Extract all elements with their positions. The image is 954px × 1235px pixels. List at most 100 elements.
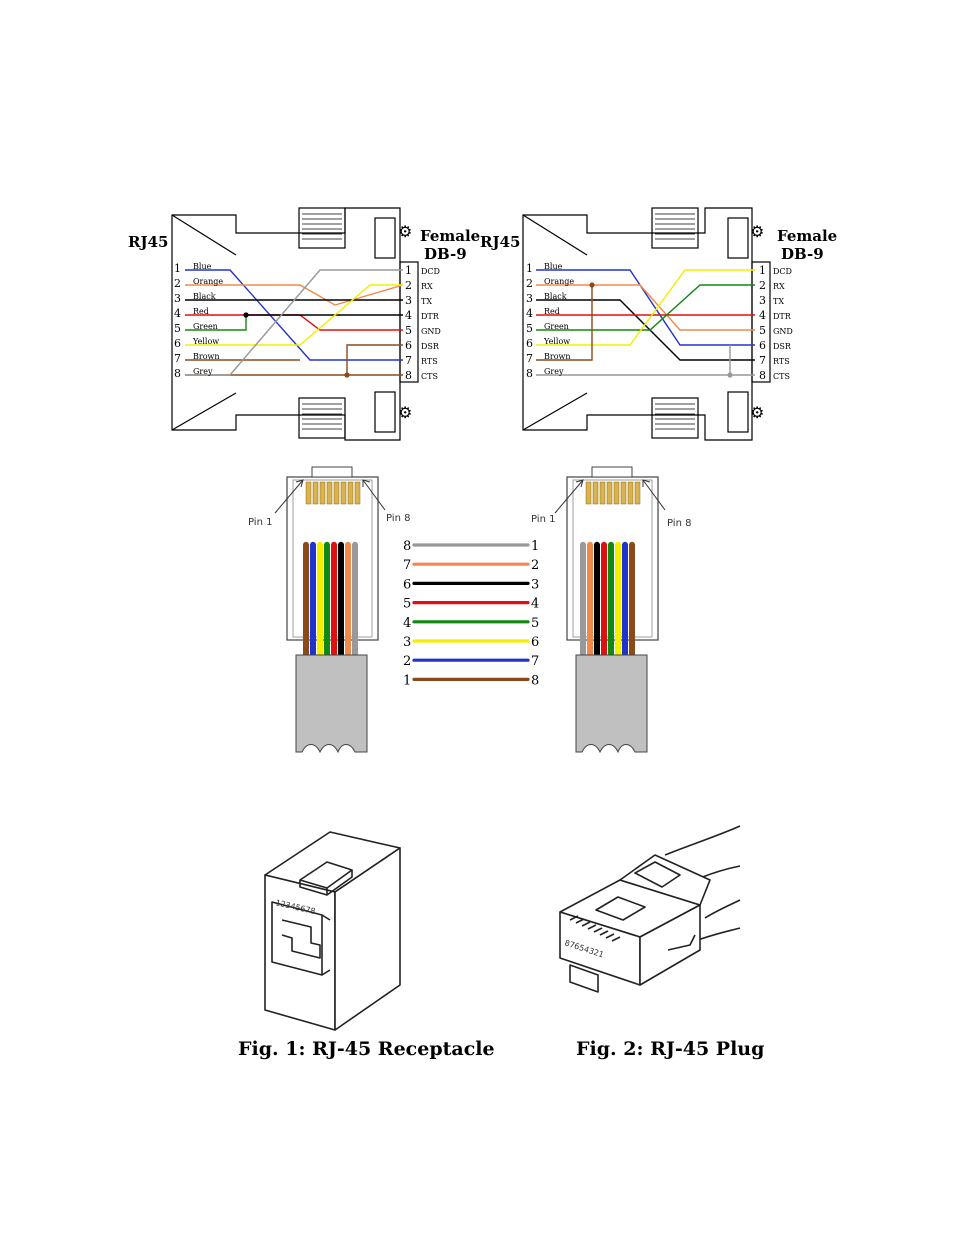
plug-wire [331,545,337,655]
plug-wire-tip [338,541,344,549]
screw-icon: ⚙ [398,222,412,241]
plug-wire [615,545,621,655]
db9-pin-number: 1 [405,264,412,277]
rj45-pin-number: 1 [174,262,181,275]
rj45-wire-color-label: Blue [193,262,212,271]
crossover-right-pin: 2 [531,558,539,573]
db9-signal-label: DCD [773,267,792,276]
rj45-wire-color-label: Black [544,292,567,301]
rj45-label: RJ45 [480,233,520,251]
adapter-2-wires [536,269,755,376]
rj45-wire-color-label: Brown [193,352,220,361]
db9-signal-label: RTS [773,357,790,366]
db9-title: Female [420,227,480,245]
pin8-label: Pin 8 [667,518,691,529]
db9-pin-number: 8 [405,369,412,382]
adapter-2-hatching [655,213,695,430]
plug-wire-tip [317,541,323,549]
crossover-right-pin: 1 [531,539,539,554]
db9-pin-number: 7 [405,354,412,367]
rj45-plug-left [286,466,379,754]
plug-wire [601,545,607,655]
plug-wire [310,545,316,655]
plug-wire-tip [324,541,330,549]
rj45-wire-color-label: Orange [193,277,223,286]
rj45-label: RJ45 [128,233,168,251]
db9-signal-label: DSR [773,342,792,351]
rj45-receptacle-drawing [264,831,401,1031]
plug-wire [629,545,635,655]
db9-pin-number: 1 [759,264,766,277]
rj45-pin-number: 4 [174,307,181,320]
plug-wire-tip [601,541,607,549]
pin1-label: Pin 1 [531,514,555,525]
db9-signal-label: TX [773,297,784,306]
db9-pin-number: 8 [759,369,766,382]
rj45-plug-right [566,466,659,754]
rj45-pin-number: 3 [526,292,533,305]
adapter-1-outline [171,207,419,441]
rj45-wire-color-label: Red [544,307,560,316]
crossover-right-pin: 3 [531,577,539,592]
fig2-caption: Fig. 2: RJ-45 Plug [576,1038,764,1060]
rj45-pin-number: 8 [526,367,533,380]
crossover-left-pin: 5 [403,597,411,612]
pin1-label: Pin 1 [248,517,272,528]
rj45-wire-color-label: Grey [193,367,213,376]
rj45-pin-number: 3 [174,292,181,305]
db9-subtitle: DB-9 [424,245,467,263]
rj45-pin-number: 4 [526,307,533,320]
rj45-pin-number: 2 [174,277,181,290]
db9-signal-label: RX [421,282,433,291]
rj45-pin-number: 6 [526,337,533,350]
db9-signal-label: CTS [773,372,790,381]
plug-wire-tip [629,541,635,549]
rj45-wire-color-label: Blue [544,262,563,271]
junction-dot [344,372,350,378]
db9-pin-number: 4 [405,309,412,322]
plug-wire [587,545,593,655]
crossover-right-pin: 8 [531,673,539,688]
db9-pin-number: 4 [759,309,766,322]
plug-wire [338,545,344,655]
plug-wire [594,545,600,655]
rj45-wire-color-label: Green [544,322,569,331]
crossover-right-pin: 6 [531,635,539,650]
plug-wire [303,545,309,655]
screw-icon: ⚙ [398,403,412,422]
rj45-pin-number: 6 [174,337,181,350]
plug-wire-tip [345,541,351,549]
plug-wire-tip [608,541,614,549]
rj45-pin-number: 8 [174,367,181,380]
crossover-left-pin: 4 [403,616,411,631]
plug-wire-tip [310,541,316,549]
plug-3d-contacts [569,915,621,942]
fig1-caption: Fig. 1: RJ-45 Receptacle [238,1038,495,1060]
junction-dot [727,372,733,378]
plug-wire [352,545,358,655]
plug-wire-tip [352,541,358,549]
rj45-pin-number: 1 [526,262,533,275]
db9-pin-number: 5 [405,324,412,337]
plug-wire [622,545,628,655]
plug-wire-tip [303,541,309,549]
junction-dot [243,312,249,318]
plug-wire-tip [594,541,600,549]
crossover-left-pin: 7 [403,558,411,573]
db9-signal-label: CTS [421,372,438,381]
db9-signal-label: DSR [421,342,440,351]
db9-signal-label: DCD [421,267,440,276]
rj45-wire-color-label: Yellow [192,337,219,346]
plug-wire [317,545,323,655]
db9-signal-label: DTR [773,312,792,321]
plug-wire [345,545,351,655]
db9-pin-number: 3 [759,294,766,307]
rj45-pin-number: 7 [526,352,533,365]
db9-pin-number: 2 [405,279,412,292]
db9-pin-number: 6 [759,339,766,352]
junction-dot [589,282,595,288]
